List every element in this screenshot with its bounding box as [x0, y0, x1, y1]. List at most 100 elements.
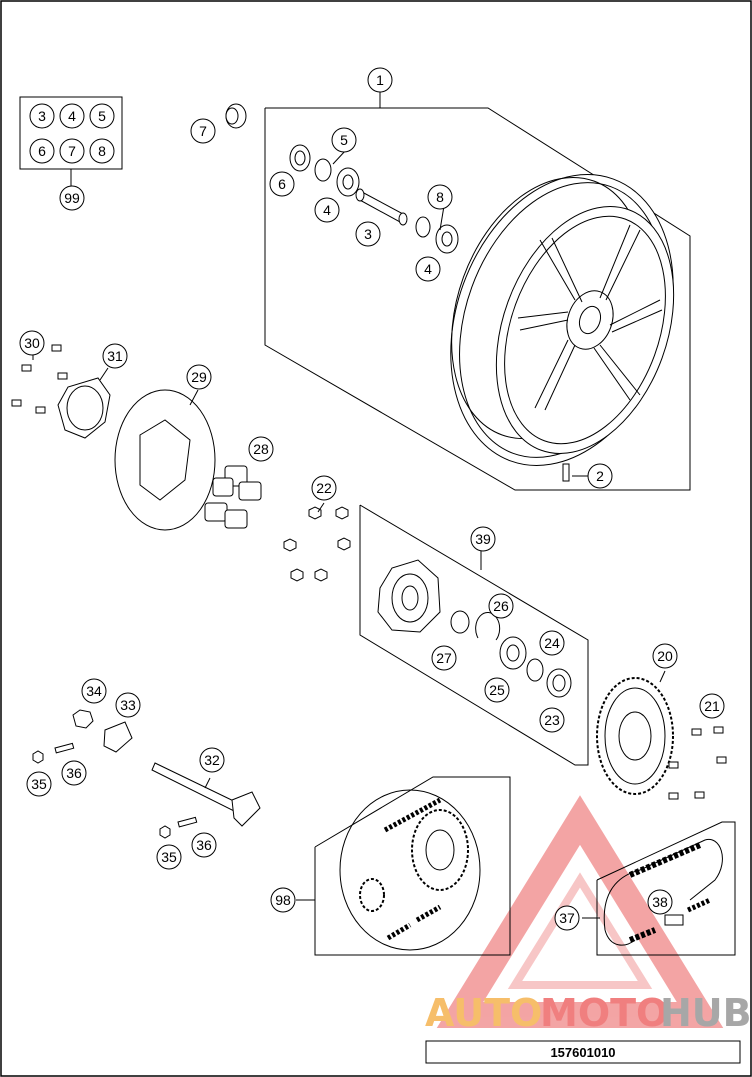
kit-99-box	[19, 96, 123, 186]
abs-ring	[57, 377, 111, 439]
callout-label-c98: 98	[275, 892, 291, 908]
spacer-sleeve	[355, 188, 408, 226]
kit-99-label: 6	[38, 143, 46, 159]
callout-circle-c24	[539, 630, 565, 656]
callout-label-c31: 31	[107, 348, 123, 364]
callout-label-c27: 27	[436, 650, 452, 666]
callout-label-c26: 26	[493, 598, 509, 614]
document-number: 157601010	[550, 1045, 615, 1060]
callout-label-c2: 2	[596, 468, 604, 484]
callout-label-c4a: 4	[323, 202, 331, 218]
callout-circle-c20	[652, 643, 678, 669]
callout-label-c4b: 4	[424, 261, 432, 277]
kit-99-label: 5	[98, 108, 106, 124]
watermark-logo	[436, 795, 724, 1028]
chain-kit	[339, 789, 481, 951]
callout-label-c36b: 36	[196, 837, 212, 853]
callout-circle-c28	[248, 436, 274, 462]
callout-label-c35b: 35	[161, 849, 177, 865]
brake-disc	[114, 389, 216, 531]
callout-label-c1: 1	[376, 72, 384, 88]
kit-99-circle	[29, 103, 55, 129]
rear-axle	[151, 762, 261, 827]
callout-circle-c2	[587, 463, 613, 489]
damper-rubbers	[204, 465, 262, 529]
callout-label-c34: 34	[86, 683, 102, 699]
callout-label-c35a: 35	[31, 776, 47, 792]
callout-label-c37: 37	[559, 910, 575, 926]
kit-99-label: 7	[68, 143, 76, 159]
callout-label-c30: 30	[24, 335, 40, 351]
callout-label-c22: 22	[316, 480, 332, 496]
callout-label-c99: 99	[64, 190, 80, 206]
callout-label-c6: 6	[278, 176, 286, 192]
callout-circle-c36b	[191, 832, 217, 858]
callout-circle-c30	[19, 330, 45, 356]
callout-label-c8: 8	[436, 189, 444, 205]
hub-nuts	[283, 506, 351, 582]
kit-99-label: 4	[68, 108, 76, 124]
sprocket-carrier	[377, 559, 441, 633]
wheel-bearings	[225, 103, 570, 482]
callout-circle-c6	[269, 171, 295, 197]
callouts: 1234456782021222324252627282930313233343…	[19, 67, 725, 931]
leader-32	[204, 777, 211, 789]
callout-circle-c7	[190, 118, 216, 144]
kit-99-circle	[59, 138, 85, 164]
callout-circle-c35b	[156, 844, 182, 870]
leader-29	[189, 389, 199, 406]
callout-label-c39: 39	[475, 531, 491, 547]
kit-99-circle	[89, 103, 115, 129]
callout-circle-c31	[102, 343, 128, 369]
callout-circle-c4b	[415, 256, 441, 282]
callout-label-c3: 3	[364, 226, 372, 242]
callout-label-c28: 28	[253, 441, 269, 457]
callout-circle-c32	[199, 747, 225, 773]
callout-label-c7: 7	[199, 123, 207, 139]
callout-circle-c21	[699, 693, 725, 719]
callout-label-c32: 32	[204, 752, 220, 768]
rear-sprocket	[596, 677, 674, 795]
kit-99-circle	[29, 138, 55, 164]
callout-circle-c36a	[61, 760, 87, 786]
wheel-assembly-outline	[264, 92, 691, 491]
callout-circle-c33	[115, 692, 141, 718]
callout-circle-c38	[647, 889, 673, 915]
chain-outline	[596, 821, 736, 956]
callout-circle-c99	[59, 185, 85, 211]
kit-99-circle	[89, 138, 115, 164]
callout-label-c25: 25	[489, 682, 505, 698]
callout-circle-c8	[427, 184, 453, 210]
callout-label-c20: 20	[657, 648, 673, 664]
leader-20	[659, 670, 666, 683]
callout-circle-c35a	[26, 771, 52, 797]
kit-99-label: 8	[98, 143, 106, 159]
callout-label-c38: 38	[652, 894, 668, 910]
callout-label-c21: 21	[704, 698, 720, 714]
kit-99-label: 3	[38, 108, 46, 124]
rear-wheel	[450, 174, 675, 466]
callout-label-c23: 23	[544, 712, 560, 728]
chain-kit-outline	[296, 776, 511, 956]
kit-99-circle	[59, 103, 85, 129]
callout-circle-c5	[331, 127, 357, 153]
callout-circle-c29	[186, 364, 212, 390]
kit-99-items: 3 4 5 6 7 8	[29, 103, 115, 164]
callout-circle-c25	[484, 677, 510, 703]
callout-label-c24: 24	[544, 635, 560, 651]
sprocket-screws	[668, 726, 727, 800]
callout-circle-c1	[367, 67, 393, 93]
sprocket-carrier-outline	[359, 504, 589, 766]
callout-circle-c98	[270, 887, 296, 913]
document-number-box	[425, 1040, 741, 1064]
abs-screws	[11, 344, 68, 414]
callout-circle-c23	[539, 707, 565, 733]
leader-31	[99, 367, 109, 381]
callout-label-c29: 29	[191, 369, 207, 385]
callout-label-c33: 33	[120, 697, 136, 713]
callout-circle-c22	[311, 475, 337, 501]
watermark-moto: MOTO	[540, 991, 668, 1035]
chain-adjuster	[32, 709, 198, 839]
